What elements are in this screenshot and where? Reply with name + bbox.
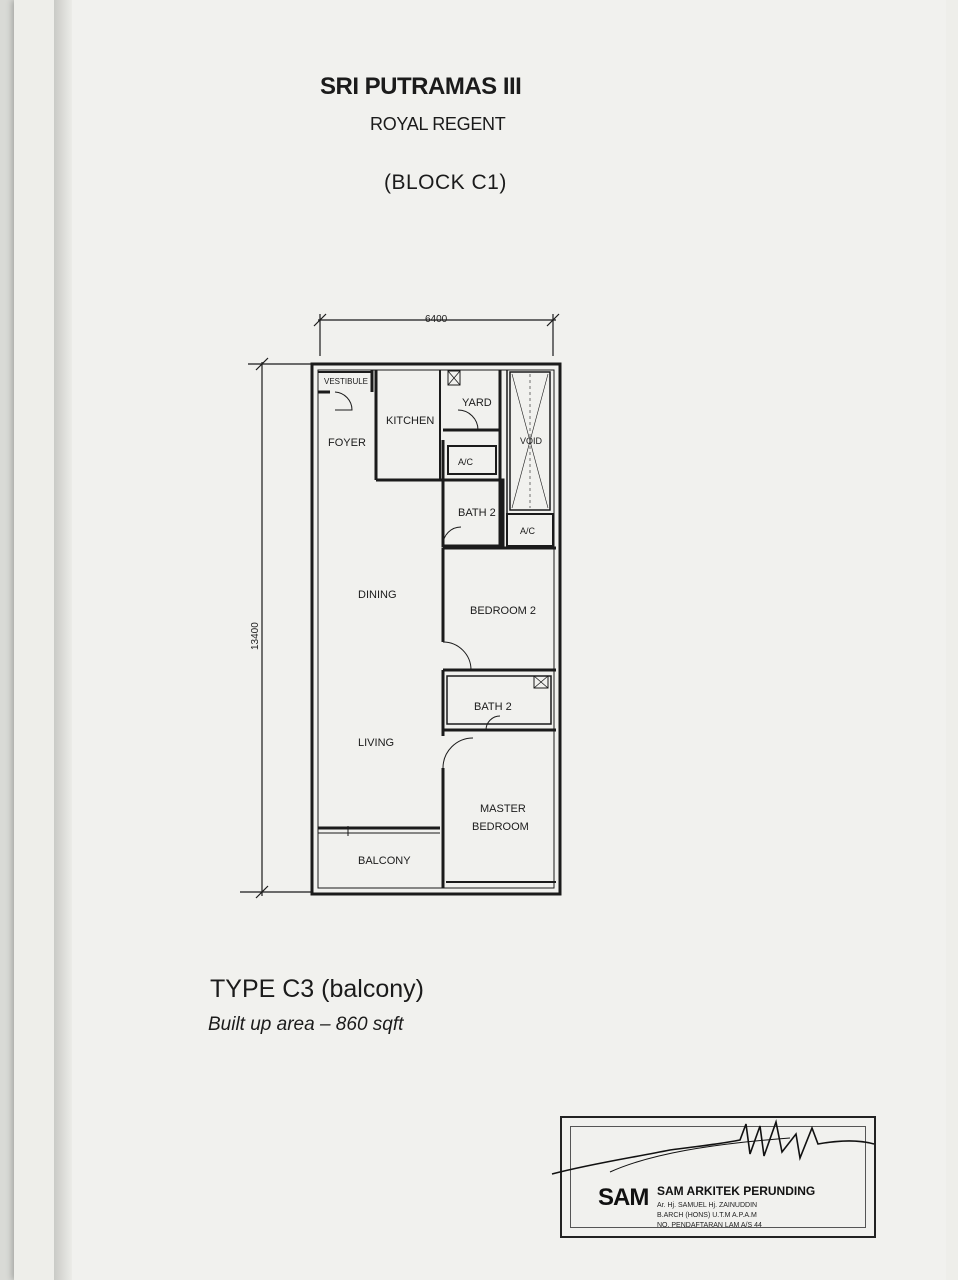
stamp-inner-border bbox=[570, 1126, 866, 1228]
width-dimension-label: 6400 bbox=[425, 314, 448, 325]
room-master-bedroom-line2: BEDROOM bbox=[472, 821, 529, 833]
room-void: VOID bbox=[520, 436, 543, 446]
room-bath-2-top: BATH 2 bbox=[458, 507, 496, 519]
project-title: SRI PUTRAMAS III bbox=[320, 73, 522, 100]
room-dining: DINING bbox=[358, 589, 397, 601]
architect-qualification: B.ARCH (HONS) U.T.M A.P.A.M bbox=[657, 1212, 757, 1219]
room-foyer: FOYER bbox=[328, 437, 366, 449]
block-label: (BLOCK C1) bbox=[384, 171, 507, 194]
brochure-page bbox=[14, 0, 958, 1280]
project-subtitle: ROYAL REGENT bbox=[370, 114, 506, 134]
architect-name: Ar. Hj. SAMUEL Hj. ZAINUDDIN bbox=[657, 1202, 758, 1209]
room-labels: VESTIBULE FOYER KITCHEN YARD VOID A/C BA… bbox=[324, 377, 543, 867]
height-dimension-label: 13400 bbox=[250, 622, 261, 650]
sam-logo: SAM bbox=[598, 1184, 649, 1211]
room-balcony: BALCONY bbox=[358, 855, 411, 867]
firm-name: SAM ARKITEK PERUNDING bbox=[657, 1184, 816, 1198]
room-yard: YARD bbox=[462, 397, 492, 409]
room-bedroom-2: BEDROOM 2 bbox=[470, 605, 536, 617]
built-up-area-label: Built up area – 860 sqft bbox=[208, 1014, 404, 1035]
room-bath-2-bottom: BATH 2 bbox=[474, 701, 512, 713]
paper-sheet bbox=[54, 0, 946, 1280]
room-master-bedroom-line1: MASTER bbox=[480, 803, 526, 815]
signature bbox=[551, 1118, 875, 1175]
page-spine-shadow bbox=[54, 0, 72, 1280]
architect-stamp: SAM SAM ARKITEK PERUNDING Ar. Hj. SAMUEL… bbox=[551, 1116, 876, 1238]
registration-number: NO. PENDAFTARAN LAM A/S 44 bbox=[657, 1222, 762, 1229]
unit-type-label: TYPE C3 (balcony) bbox=[210, 975, 424, 1003]
door-swings bbox=[334, 391, 501, 769]
walls bbox=[310, 362, 562, 896]
room-vestibule: VESTIBULE bbox=[324, 377, 368, 386]
room-living: LIVING bbox=[358, 737, 394, 749]
room-ac-mid: A/C bbox=[520, 526, 536, 536]
room-kitchen: KITCHEN bbox=[386, 415, 434, 427]
dimension-lines bbox=[240, 313, 560, 899]
room-ac-top: A/C bbox=[458, 457, 474, 467]
